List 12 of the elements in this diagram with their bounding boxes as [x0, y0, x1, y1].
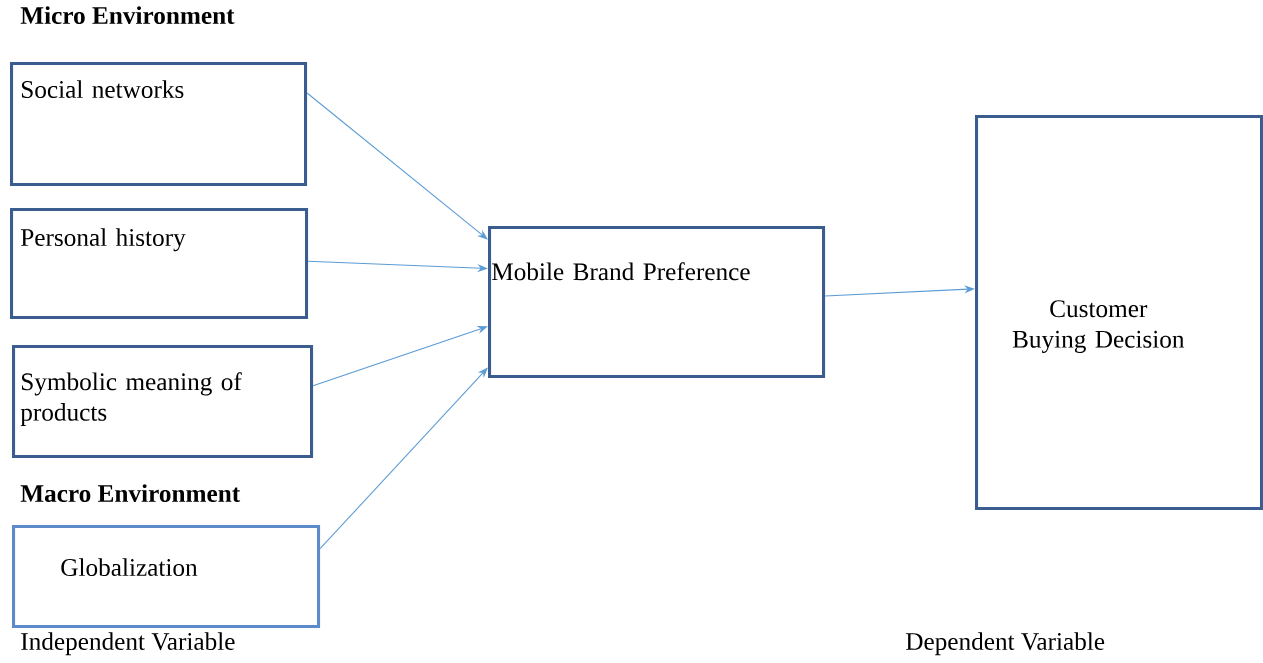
box: Social networks — [10, 62, 308, 187]
box: Globalization — [12, 525, 321, 629]
box: Personal history — [10, 208, 309, 320]
box: Symbolic meaning of products — [12, 345, 314, 459]
arrow — [824, 285, 975, 297]
heading: Macro Environment — [20, 484, 241, 503]
arrow — [306, 92, 488, 240]
box: Customer Buying Decision — [975, 115, 1263, 511]
arrow — [312, 326, 488, 387]
caption-text: Dependent Variable — [906, 632, 1105, 656]
heading: Micro Environment — [20, 6, 235, 25]
box: Mobile Brand Preference — [488, 226, 826, 379]
